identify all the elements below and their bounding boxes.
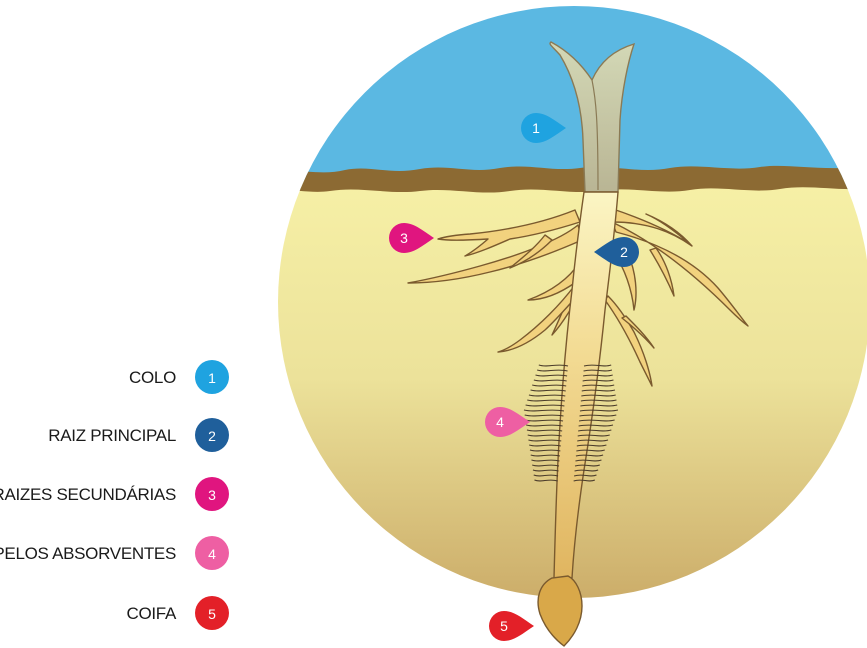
legend-label-colo: COLO xyxy=(129,368,176,387)
legend-item-coifa[interactable]: COIFA 5 xyxy=(126,596,229,630)
marker-raizes-secundarias-number: 3 xyxy=(400,230,408,246)
legend-item-colo[interactable]: COLO 1 xyxy=(129,360,229,394)
legend-label-pelos-absorventes: PELOS ABSORVENTES xyxy=(0,544,176,563)
legend-label-raizes-secundarias: RAIZES SECUNDÁRIAS xyxy=(0,485,176,504)
root-cap xyxy=(538,576,582,646)
marker-colo-number: 1 xyxy=(532,120,540,136)
legend-number-pelos-absorventes: 4 xyxy=(208,546,216,562)
sky xyxy=(270,0,867,190)
legend-item-raizes-secundarias[interactable]: RAIZES SECUNDÁRIAS 3 xyxy=(0,477,229,511)
legend-label-raiz-principal: RAIZ PRINCIPAL xyxy=(48,426,176,445)
legend-number-coifa: 5 xyxy=(208,606,216,622)
legend-number-colo: 1 xyxy=(208,370,216,386)
soil-surface xyxy=(270,166,867,193)
legend-number-raizes-secundarias: 3 xyxy=(208,487,216,503)
marker-raiz-principal-number: 2 xyxy=(620,244,628,260)
legend-item-pelos-absorventes[interactable]: PELOS ABSORVENTES 4 xyxy=(0,536,229,570)
legend-number-raiz-principal: 2 xyxy=(208,428,216,444)
marker-coifa-number: 5 xyxy=(500,618,508,634)
legend-item-raiz-principal[interactable]: RAIZ PRINCIPAL 2 xyxy=(48,418,229,452)
legend-label-coifa: COIFA xyxy=(126,604,176,623)
marker-pelos-absorventes-number: 4 xyxy=(496,414,504,430)
marker-coifa[interactable]: 5 xyxy=(489,611,534,641)
legend: COLO 1 RAIZ PRINCIPAL 2 RAIZES SECUNDÁRI… xyxy=(0,360,229,630)
